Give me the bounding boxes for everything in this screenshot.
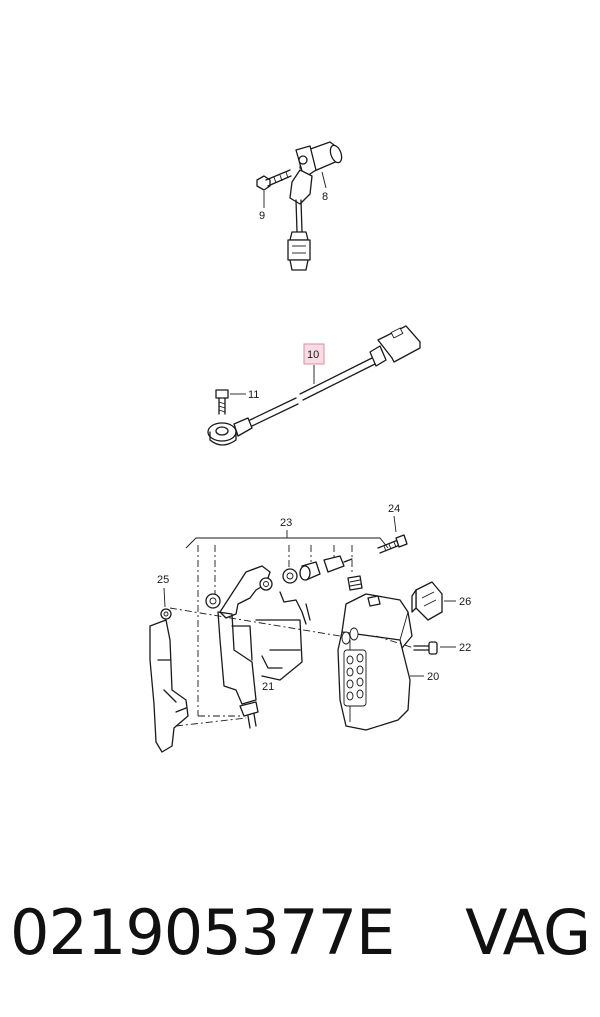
part-caption: 021905377E VAG bbox=[10, 892, 591, 972]
speed-sensor-assembly: 9 8 bbox=[256, 141, 343, 271]
callout-24: 24 bbox=[388, 503, 400, 515]
callout-20: 20 bbox=[427, 671, 439, 683]
callout-10-highlight bbox=[303, 343, 325, 365]
callout-11: 11 bbox=[248, 389, 259, 401]
part-number: 021905377E bbox=[10, 895, 395, 969]
brand-label: VAG bbox=[465, 895, 591, 969]
callout-22: 22 bbox=[459, 642, 471, 654]
callout-8: 8 bbox=[322, 191, 328, 203]
parts-diagram: 9 8 11 10 23 bbox=[149, 141, 471, 753]
callout-10: 10 bbox=[307, 349, 319, 361]
callout-23: 23 bbox=[280, 517, 292, 529]
control-unit-assembly: 23 24 21 bbox=[149, 503, 471, 753]
callout-26: 26 bbox=[459, 596, 471, 608]
callout-25: 25 bbox=[157, 574, 169, 586]
callout-9: 9 bbox=[259, 210, 265, 222]
knock-sensor-assembly: 11 10 bbox=[207, 325, 421, 446]
callout-21: 21 bbox=[262, 681, 274, 693]
